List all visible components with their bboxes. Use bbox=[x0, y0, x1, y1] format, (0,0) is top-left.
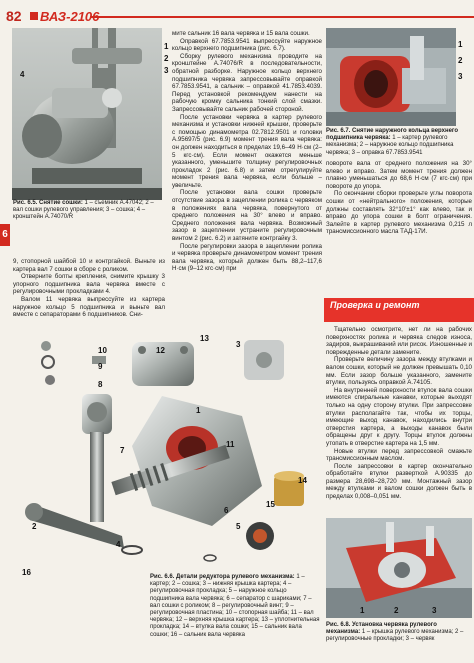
paragraph: После установки вала сошки проверьте отс… bbox=[172, 189, 322, 243]
callout-6-6-12: 12 bbox=[156, 346, 165, 355]
callout-6-6-13: 13 bbox=[200, 334, 209, 343]
caption-title: Снятие сошки: bbox=[39, 200, 83, 206]
caption-label: Рис. 6.6. bbox=[150, 574, 175, 580]
right-column-lower-text: Тщательно осмотрите, нет ли на рабочих п… bbox=[326, 326, 472, 501]
caption-fig-6-5: Рис. 6.5. Снятие сошки: 1 – съемник A.47… bbox=[13, 200, 165, 222]
paragraph: Проверьте величину зазора между втулками… bbox=[326, 356, 472, 387]
caption-fig-6-7: Рис. 6.7. Снятие наружного кольца верхне… bbox=[326, 128, 471, 157]
callout-6-6-2: 2 bbox=[32, 522, 37, 531]
page-number: 82 bbox=[6, 8, 22, 24]
section-heading: Проверка и ремонт bbox=[324, 298, 474, 322]
caption-text: 1 – съемник A.47042; 2 – вал сошки рулев… bbox=[13, 200, 154, 221]
brand-title: ВАЗ-2106 bbox=[30, 9, 99, 24]
callout-6-6-1: 1 bbox=[196, 406, 201, 415]
callout-6-8-1: 1 bbox=[360, 606, 365, 615]
chapter-tab: 6 bbox=[0, 224, 10, 246]
caption-fig-6-6: Рис. 6.6. Детали редуктора рулевого меха… bbox=[150, 574, 320, 639]
callout-6-7-1: 1 bbox=[458, 40, 463, 49]
left-column-text: 9, стопорной шайбой 10 и контргайкой. Вы… bbox=[13, 258, 165, 319]
caption-label: Рис. 6.7. bbox=[326, 128, 351, 134]
paragraph: На внутренней поверхности втулок вала со… bbox=[326, 386, 472, 447]
callout-6-6-15: 15 bbox=[266, 500, 275, 509]
callout-6-7-2: 2 bbox=[458, 56, 463, 65]
photo-fig-6-8 bbox=[326, 518, 472, 618]
callout-6-6-5: 5 bbox=[236, 522, 241, 531]
callout-6-6-9: 9 bbox=[98, 362, 103, 371]
caption-text: 1 – картер; 2 – сошка; 3 – нижняя крышка… bbox=[150, 574, 320, 638]
square-icon bbox=[30, 12, 38, 20]
paragraph: Отверните болты крепления, снимите крышк… bbox=[13, 273, 165, 296]
brand-text: ВАЗ-2106 bbox=[40, 9, 100, 24]
caption-label: Рис. 6.5. bbox=[13, 200, 38, 206]
callout-6-6-6: 6 bbox=[224, 506, 229, 515]
steering-gear-parts-illustration bbox=[25, 340, 304, 562]
paragraph: мите сальник 16 вала червяка и 15 вала с… bbox=[172, 30, 310, 37]
paragraph: После установки червяка в картер рулевог… bbox=[172, 113, 322, 189]
callout-6-5-1: 1 bbox=[164, 42, 169, 51]
caption-fig-6-8: Рис. 6.8. Установка червяка рулевого мех… bbox=[326, 622, 472, 644]
bearing-ring-removal-illustration bbox=[326, 28, 456, 126]
paragraph: повороте вала от среднего положения на 3… bbox=[326, 160, 472, 190]
steering-arm-removal-illustration bbox=[12, 28, 162, 200]
callout-6-6-10: 10 bbox=[98, 346, 107, 355]
caption-title: Установка червяка рулевого механизма: bbox=[326, 622, 437, 636]
paragraph: По окончании сборки проверьте углы повор… bbox=[326, 190, 472, 236]
caption-text: 1 – картер рулевого механизма; 2 – наруж… bbox=[326, 135, 454, 156]
callout-6-6-16: 16 bbox=[22, 568, 31, 577]
header-rule bbox=[90, 16, 474, 18]
photo-fig-6-7 bbox=[326, 28, 456, 126]
paragraph: Новые втулки перед запрессовкой смажьте … bbox=[326, 447, 472, 463]
paragraph: 9, стопорной шайбой 10 и контргайкой. Вы… bbox=[13, 258, 165, 273]
right-column-upper-text: повороте вала от среднего положения на 3… bbox=[326, 160, 472, 236]
paragraph: Сборку рулевого механизма проводите на к… bbox=[172, 52, 322, 113]
callout-6-6-11: 11 bbox=[226, 440, 235, 449]
caption-label: Рис. 6.8. bbox=[326, 622, 351, 628]
caption-title: Детали редуктора рулевого механизма: bbox=[176, 574, 295, 580]
paragraph: После запрессовки в картер окончательно … bbox=[326, 462, 472, 501]
callout-6-8-2: 2 bbox=[394, 606, 399, 615]
callout-6-6-8: 8 bbox=[98, 380, 103, 389]
paragraph: После регулировки зазора в зацеплении ро… bbox=[172, 242, 322, 273]
callout-6-5-4: 4 bbox=[20, 70, 25, 79]
paragraph: Тщательно осмотрите, нет ли на рабочих п… bbox=[326, 326, 472, 356]
photo-fig-6-5 bbox=[12, 28, 162, 200]
callout-6-6-3: 3 bbox=[236, 340, 241, 349]
caption-text: 1 – крышка рулевого механизма; 2 – регул… bbox=[326, 629, 464, 643]
paragraph: Оправкой 67.7853.9541 выпрессуйте наружн… bbox=[172, 37, 322, 53]
callout-6-5-3: 3 bbox=[164, 66, 169, 75]
paragraph: Валом 11 червяка выпрессуйте из картера … bbox=[13, 295, 165, 319]
exploded-view-fig-6-6 bbox=[12, 336, 322, 572]
middle-column-text: мите сальник 16 вала червяка и 15 вала с… bbox=[172, 30, 322, 273]
callout-6-6-7: 7 bbox=[120, 446, 125, 455]
callout-6-8-3: 3 bbox=[432, 606, 437, 615]
callout-6-6-14: 14 bbox=[298, 476, 307, 485]
callout-6-7-3: 3 bbox=[458, 72, 463, 81]
page-header: 82 ВАЗ-2106 bbox=[0, 0, 474, 26]
callout-6-5-2: 2 bbox=[164, 54, 169, 63]
callout-6-6-4: 4 bbox=[116, 540, 121, 549]
worm-installation-illustration bbox=[326, 518, 472, 618]
caption-title: Снятие наружного кольца верхнего подшипн… bbox=[326, 128, 459, 142]
